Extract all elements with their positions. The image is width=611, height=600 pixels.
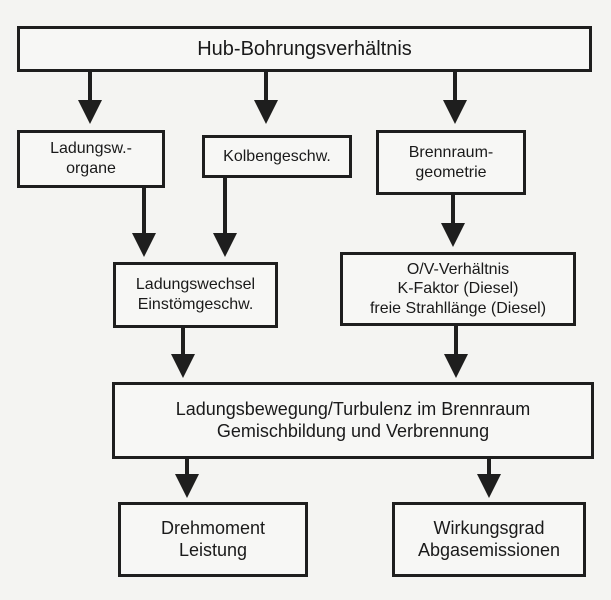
box-brennraumgeometrie-line1: Brennraum- xyxy=(408,143,494,161)
box-ov-verhaeltnis: O/V-Verhältnis K-Faktor (Diesel) freie S… xyxy=(340,252,576,326)
box-ov-verhaeltnis-line3: freie Strahllänge (Diesel) xyxy=(369,299,547,317)
box-ladungsbewegung-line2: Gemischbildung und Verbrennung xyxy=(216,420,490,441)
box-kolbengeschwindigkeit: Kolbengeschw. xyxy=(202,135,352,178)
box-hub-bohrungsverhaeltnis: Hub-Bohrungsverhältnis xyxy=(17,26,592,72)
box-wirkungsgrad-abgasemissionen-line1: Wirkungsgrad xyxy=(433,517,545,538)
box-drehmoment-leistung-line2: Leistung xyxy=(178,539,248,560)
box-ladungsbewegung: Ladungsbewegung/Turbulenz im Brennraum G… xyxy=(112,382,594,459)
box-brennraumgeometrie-line2: geometrie xyxy=(415,163,487,181)
box-ov-verhaeltnis-line1: O/V-Verhältnis xyxy=(406,260,510,278)
box-ladungsbewegung-line1: Ladungsbewegung/Turbulenz im Brennraum xyxy=(175,398,531,419)
box-ladungswechselorgane-line1: Ladungsw.- xyxy=(50,140,132,158)
box-ladungswechsel: Ladungswechsel Einstömgeschw. xyxy=(113,262,278,328)
box-hub-bohrungsverhaeltnis-label: Hub-Bohrungsverhältnis xyxy=(197,37,412,60)
box-ladungswechsel-line1: Ladungswechsel xyxy=(135,276,256,294)
box-wirkungsgrad-abgasemissionen-line2: Abgasemissionen xyxy=(417,539,561,560)
box-kolbengeschwindigkeit-label: Kolbengeschw. xyxy=(223,147,331,165)
box-wirkungsgrad-abgasemissionen: Wirkungsgrad Abgasemissionen xyxy=(392,502,586,577)
box-brennraumgeometrie: Brennraum- geometrie xyxy=(376,130,526,195)
box-drehmoment-leistung: Drehmoment Leistung xyxy=(118,502,308,577)
box-ladungswechsel-line2: Einstömgeschw. xyxy=(137,296,254,313)
box-ladungswechselorgane-line2: organe xyxy=(66,160,116,177)
box-ov-verhaeltnis-line2: K-Faktor (Diesel) xyxy=(397,280,519,298)
box-ladungswechselorgane: Ladungsw.- organe xyxy=(17,130,165,188)
box-drehmoment-leistung-line1: Drehmoment xyxy=(160,517,266,538)
